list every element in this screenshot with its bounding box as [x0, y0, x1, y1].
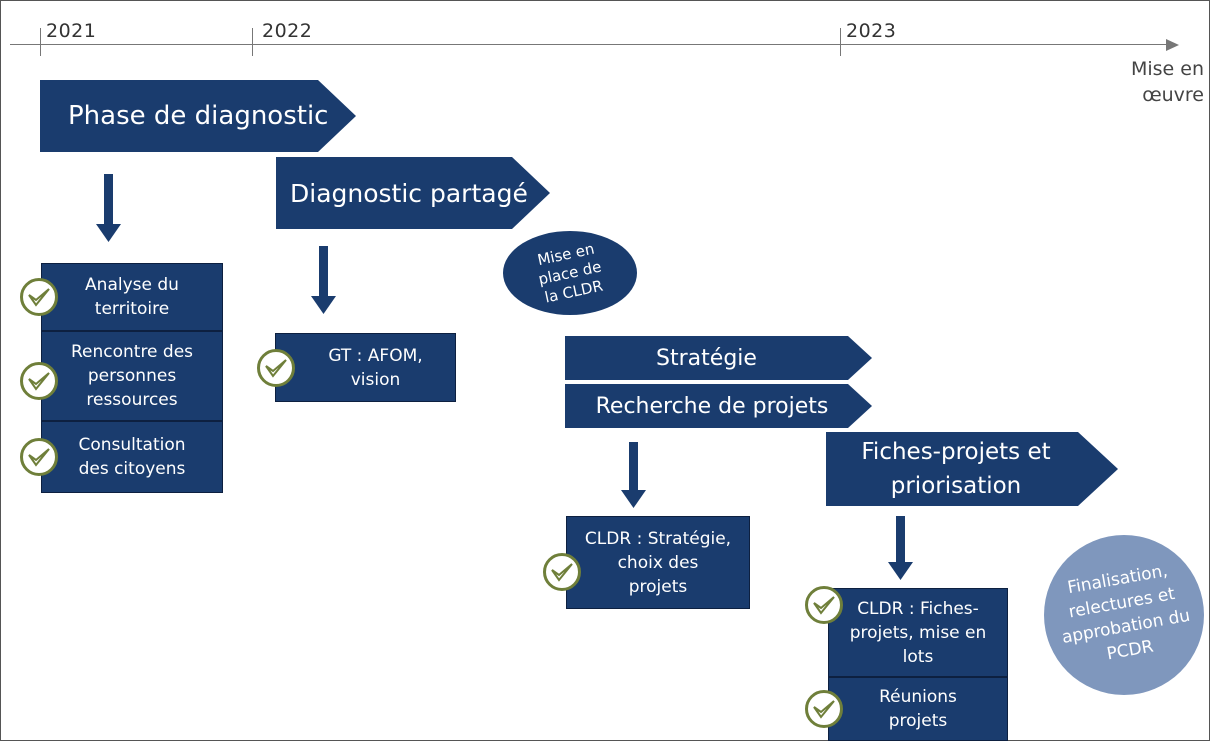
tick-2022	[252, 28, 253, 56]
task-cldr-fiches-line-2: projets, mise en	[849, 622, 987, 643]
check-icon	[805, 690, 843, 728]
arrow-down-icon	[621, 442, 646, 508]
task-rencontre-line-2: personnes	[87, 366, 177, 386]
task-analyse-line-1: Analyse du	[85, 275, 179, 295]
task-gt-line-2: vision	[350, 369, 401, 390]
arrow-down-icon	[888, 516, 913, 580]
task-consultation-line-1: Consultation	[78, 435, 186, 455]
task-gt-afom: GT : AFOM, vision	[275, 333, 456, 402]
check-icon	[20, 362, 58, 400]
task-cldr-fiches: CLDR : Fiches-projets, mise en lots	[828, 588, 1008, 677]
check-icon	[20, 278, 58, 316]
chevron-fiches	[826, 432, 1118, 506]
tick-2023	[840, 28, 841, 56]
chevron-phase-diagnostic	[40, 80, 356, 152]
task-cldr-strategie-line-2: choix des	[617, 552, 699, 573]
check-icon	[257, 349, 295, 387]
arrow-down-icon	[96, 174, 121, 242]
task-cldr-strategie-line-3: projets	[628, 576, 688, 597]
task-reunions-line-2: projets	[888, 711, 948, 731]
task-reunions-projets: Réunions projets	[828, 677, 1008, 741]
task-analyse-territoire: Analyse du territoire	[41, 263, 223, 331]
phase-recherche: Recherche de projets	[565, 384, 859, 428]
milestone-pcdr: Finalisation, relectures et approbation …	[1044, 535, 1204, 695]
chevron-diagnostic-partage	[276, 157, 550, 229]
phase-diagnostic: Phase de diagnostic	[68, 80, 328, 152]
timeline-axis	[10, 44, 1168, 45]
phase-strategie-label: Stratégie	[656, 345, 757, 371]
task-reunions-line-1: Réunions	[879, 687, 957, 707]
check-icon	[543, 553, 581, 591]
phase-fiches-line-1: Fiches-projets et	[861, 439, 1051, 465]
task-gt-line-1: GT : AFOM,	[328, 345, 423, 366]
phase-diagnostic-label: Phase de diagnostic	[68, 101, 329, 131]
task-rencontre-line-1: Rencontre des	[70, 342, 194, 362]
year-label-2022: 2022	[262, 20, 313, 42]
phase-recherche-label: Recherche de projets	[595, 393, 829, 419]
task-analyse-line-2: territoire	[94, 299, 170, 319]
chevron-recherche	[565, 384, 872, 428]
year-label-2023: 2023	[846, 20, 897, 42]
tick-2021	[40, 28, 41, 56]
arrow-down-icon	[311, 246, 336, 314]
timeline-end-line-1: Mise en	[1130, 58, 1204, 80]
task-cldr-strategie-line-1: CLDR : Stratégie,	[584, 528, 732, 549]
timeline-end-line-2: œuvre	[1142, 84, 1204, 106]
task-rencontre: Rencontre des personnes ressources	[41, 331, 223, 421]
task-cldr-strategie: CLDR : Stratégie, choix des projets	[566, 516, 750, 609]
timeline-end-label: Mise en œuvre	[1131, 56, 1204, 108]
phase-diagnostic-partage: Diagnostic partagé	[290, 157, 528, 229]
phase-fiches-line-2: priorisation	[890, 473, 1022, 499]
timeline-arrow-head	[1166, 39, 1179, 51]
task-cldr-fiches-line-3: lots	[902, 646, 934, 667]
phase-fiches: Fiches-projets et priorisation	[826, 432, 1086, 506]
task-rencontre-line-3: ressources	[86, 390, 178, 410]
phase-strategie: Stratégie	[565, 336, 848, 380]
milestone-cldr: Mise en place de la CLDR	[503, 231, 637, 315]
task-consultation: Consultation des citoyens	[41, 421, 223, 493]
check-icon	[20, 438, 58, 476]
task-cldr-fiches-line-1: CLDR : Fiches-	[857, 598, 979, 619]
chevron-strategie	[565, 336, 872, 380]
task-consultation-line-2: des citoyens	[78, 459, 186, 479]
year-label-2021: 2021	[46, 20, 97, 42]
check-icon	[805, 586, 843, 624]
phase-diagnostic-partage-label: Diagnostic partagé	[290, 178, 528, 208]
